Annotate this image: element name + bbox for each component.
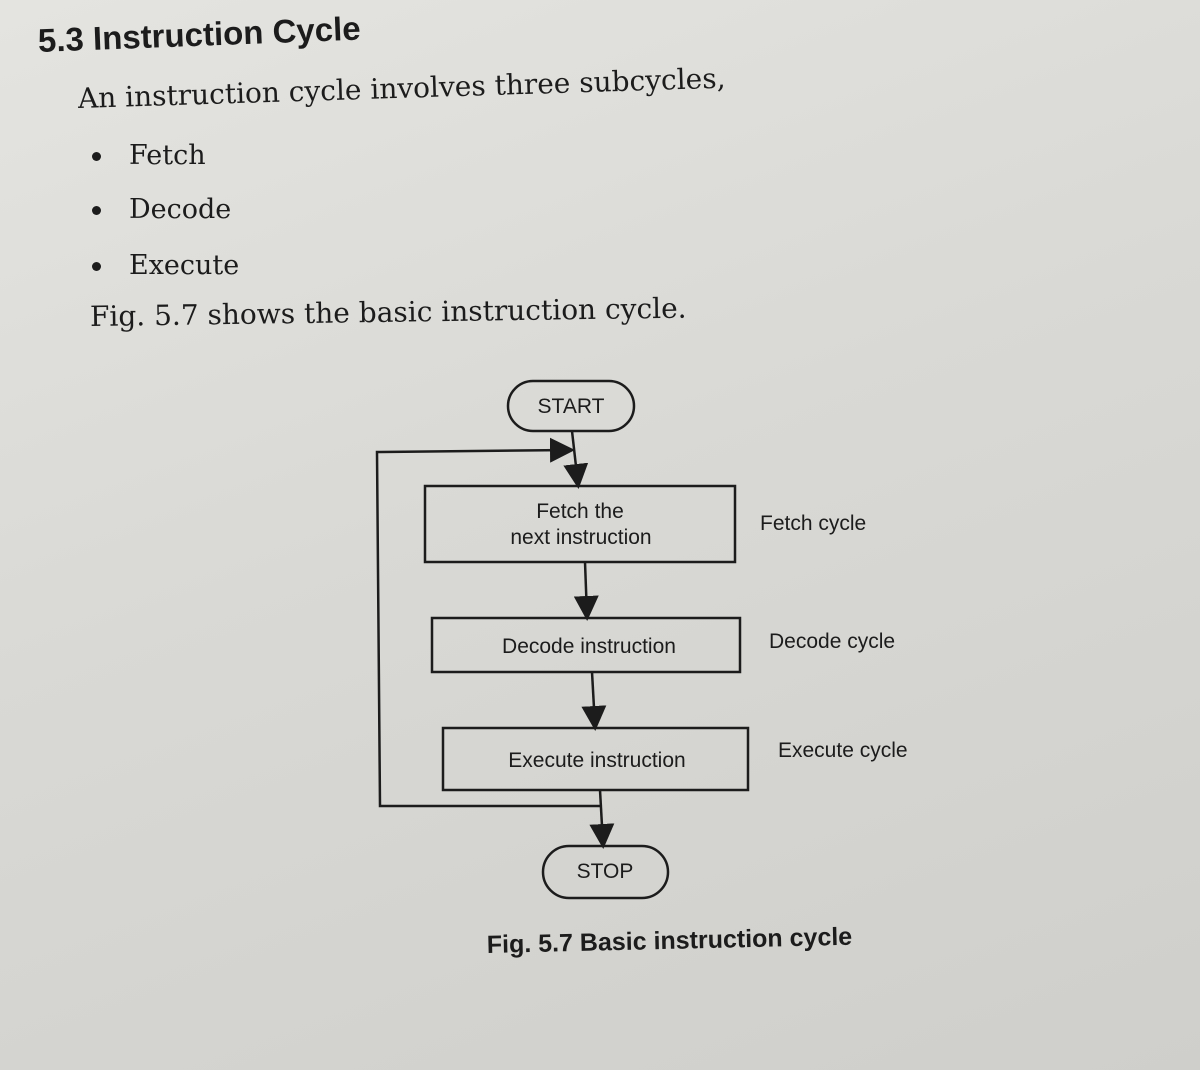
- fetch-label-line1: Fetch the: [536, 500, 624, 523]
- execute-label: Execute instruction: [508, 749, 685, 772]
- arrow-start-fetch: [563, 430, 589, 489]
- fetch-cycle-label: Fetch cycle: [760, 512, 866, 535]
- arrow-fetch-decode: [573, 561, 599, 621]
- arrow-decode-execute: [581, 671, 607, 731]
- loop-back-arrow: [375, 437, 601, 808]
- stop-label: STOP: [577, 860, 634, 883]
- figure-caption: Fig. 5.7 Basic instruction cycle: [487, 923, 853, 959]
- bullet-text: Decode: [129, 194, 232, 225]
- bullet-item: Decode: [92, 194, 231, 225]
- bullet-icon: [92, 262, 101, 271]
- bullet-text: Fetch: [129, 140, 206, 171]
- arrow-execute-stop: [589, 789, 615, 849]
- fetch-label-line2: next instruction: [510, 526, 651, 549]
- bullet-icon: [92, 152, 101, 161]
- bullet-item: Execute: [92, 250, 239, 281]
- fetch-box: [423, 484, 737, 564]
- execute-cycle-label: Execute cycle: [778, 739, 908, 762]
- decode-label: Decode instruction: [502, 635, 676, 658]
- bullet-icon: [92, 206, 101, 215]
- bullet-text: Execute: [129, 250, 240, 281]
- start-label: START: [538, 395, 605, 418]
- start-terminal: [506, 379, 636, 433]
- decode-cycle-label: Decode cycle: [769, 630, 895, 653]
- bullet-item: Fetch: [92, 140, 206, 171]
